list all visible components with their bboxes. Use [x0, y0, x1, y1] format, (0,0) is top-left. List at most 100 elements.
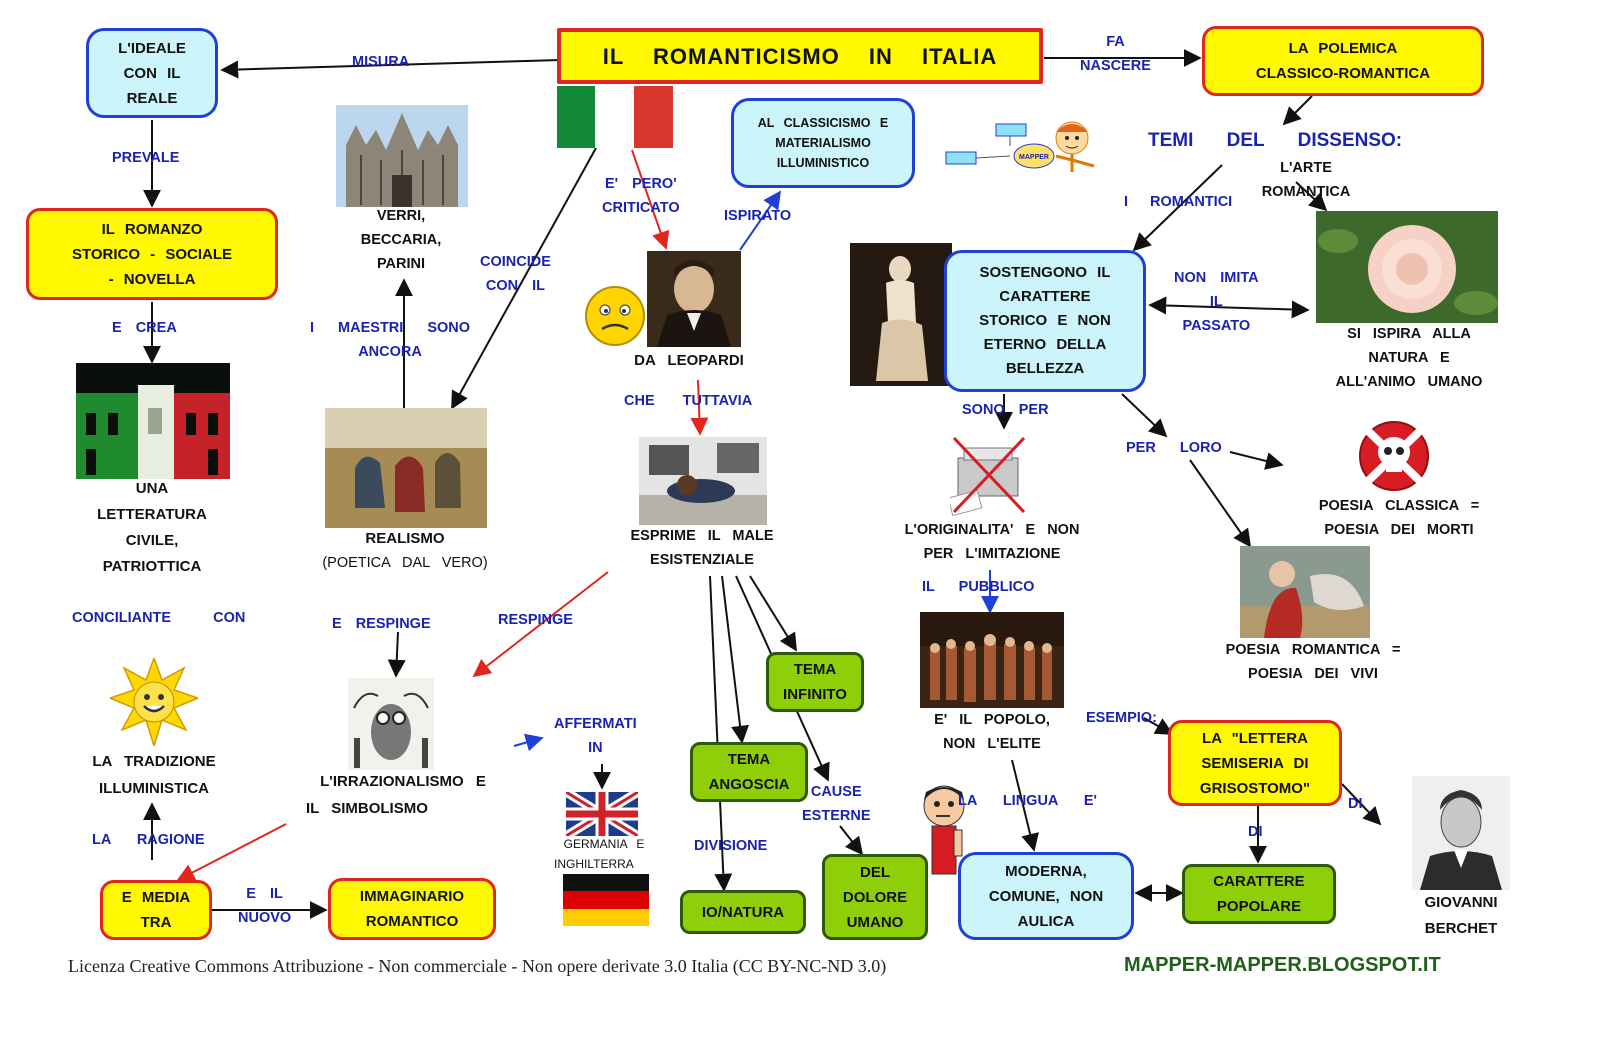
label-di-carattere: DI: [1248, 824, 1263, 840]
leopardi-portrait: [647, 251, 741, 347]
label-text: NON IMITA: [1174, 270, 1259, 286]
label-text: CRITICATO: [602, 200, 680, 216]
edge-irrazionalismo-media: [176, 823, 287, 881]
edge-male-angoscia: [721, 575, 749, 744]
palazzo-tricolore: [76, 363, 230, 479]
node-lettera: LA "LETTERA SEMISERIA DI GRISOSTOMO": [1168, 720, 1342, 806]
node-text: SEMISERIA DI: [1201, 754, 1309, 772]
node-text: POPOLARE: [1216, 898, 1302, 915]
label-text: FA: [1106, 34, 1125, 50]
node-text: PER L'IMITAZIONE: [923, 546, 1061, 562]
edge-romantici-sostengono: [1132, 164, 1223, 252]
milan-cathedral: [336, 105, 468, 207]
label-text: AFFERMATI: [554, 716, 637, 732]
label-di-berchet: DI: [1348, 796, 1363, 812]
node-text: PARINI: [376, 256, 426, 272]
node-text: - NOVELLA: [108, 270, 196, 288]
edge-sostengono-perloro: [1121, 393, 1168, 438]
node-media-tra: E MEDIA TRA: [100, 880, 212, 940]
node-text: MATERIALISMO: [775, 136, 871, 150]
node-text: IL SIMBOLISMO: [306, 800, 428, 817]
label-criticato: E' PERO' CRITICATO: [602, 172, 680, 220]
node-text: UNA: [135, 480, 169, 497]
node-text: LA TRADIZIONE: [92, 753, 216, 770]
owl-engraving: [348, 678, 434, 770]
node-tradizione: LA TRADIZIONE ILLUMINISTICA: [60, 748, 248, 802]
node-originalita: L'ORIGINALITA' E NON PER L'IMITAZIONE: [886, 518, 1098, 566]
node-immaginario: IMMAGINARIO ROMANTICO: [328, 878, 496, 940]
label-text: CON IL: [485, 278, 546, 294]
node-text: MODERNA,: [1005, 862, 1087, 880]
map-title-text: IL ROMANTICISMO IN ITALIA: [602, 43, 998, 69]
node-text: GIOVANNI: [1424, 894, 1498, 911]
node-text: GRISOSTOMO": [1199, 779, 1311, 797]
node-text: IMMAGINARIO: [359, 888, 465, 905]
label-divisione: DIVISIONE: [694, 838, 768, 854]
label-non-imita: NON IMITA IL PASSATO: [1174, 266, 1259, 338]
node-leopardi: DA LEOPARDI: [614, 348, 764, 373]
node-text: L'ORIGINALITA' E NON: [904, 522, 1080, 538]
node-text: BERCHET: [1424, 920, 1498, 937]
label-affermati-in: AFFERMATI IN: [554, 712, 637, 760]
label-text: IL: [1209, 294, 1223, 310]
node-text: ESISTENZIALE: [650, 552, 754, 568]
node-male-esistenziale: ESPRIME IL MALE ESISTENZIALE: [616, 524, 788, 572]
label-text: ESTERNE: [802, 808, 871, 824]
label-e-respinge: E RESPINGE: [332, 616, 431, 632]
label-ispirato: ISPIRATO: [724, 208, 792, 224]
node-angoscia: TEMA ANGOSCIA: [690, 742, 808, 802]
berchet-portrait: [1412, 776, 1510, 890]
node-text: TRA: [140, 914, 172, 931]
romantic-painting: [1240, 546, 1370, 638]
node-text: BECCARIA,: [360, 232, 442, 248]
node-text: ILLUMINISTICO: [776, 156, 870, 170]
node-polemica: LA POLEMICA CLASSICO-ROMANTICA: [1202, 26, 1484, 96]
node-text: TEMI DEL DISSENSO:: [1148, 130, 1403, 151]
label-sono-per: SONO PER: [962, 402, 1049, 418]
mapper-mascot-icon: MAPPER: [945, 121, 1095, 172]
edge-sostengono-passato: [1148, 296, 1310, 319]
node-text: VERRI,: [376, 208, 426, 224]
node-text: L'IDEALE: [118, 39, 186, 57]
node-text: PATRIOTTICA: [102, 558, 202, 575]
label-text: E IL: [246, 886, 283, 902]
node-text: CARATTERE: [1213, 873, 1305, 890]
node-berchet: GIOVANNI BERCHET: [1406, 890, 1516, 942]
label-maestri-sono: I MAESTRI SONO ANCORA: [310, 316, 470, 364]
label-esempio: ESEMPIO:: [1086, 710, 1157, 726]
label-text: I MAESTRI SONO: [310, 320, 471, 336]
label-prevale: PREVALE: [112, 150, 180, 166]
node-arte-romantica: L'ARTE ROMANTICA: [1254, 156, 1358, 204]
node-dolore: DEL DOLORE UMANO: [822, 854, 928, 940]
edge-perloro-classica: [1229, 451, 1284, 470]
label-la-ragione: LA RAGIONE: [92, 832, 205, 848]
label-il-pubblico: IL PUBBLICO: [922, 579, 1035, 595]
edge-esempio-lettera: [1143, 717, 1174, 735]
node-text: (POETICA DAL VERO): [322, 555, 488, 571]
tired-man-photo: [639, 437, 767, 525]
edge-realismo-irrazionalismo: [387, 631, 406, 678]
node-text: GERMANIA E: [563, 837, 645, 851]
node-text: LA "LETTERA: [1202, 729, 1308, 747]
label-e-crea: E CREA: [112, 320, 177, 336]
node-text: ESPRIME IL MALE: [630, 528, 774, 544]
node-classicismo: AL CLASSICISMO E MATERIALISMO ILLUMINIST…: [731, 98, 915, 188]
edge-title-realismo: [451, 147, 597, 410]
germany-flag-icon: [563, 874, 649, 926]
label-cause-esterne: CAUSE ESTERNE: [802, 780, 871, 828]
edge-leopardi-male: [690, 379, 709, 436]
crossed-copier-icon: [950, 436, 1026, 516]
label-conciliante-con: CONCILIANTE CON: [72, 610, 246, 626]
site-link[interactable]: MAPPER-MAPPER.BLOGSPOT.IT: [1124, 954, 1441, 976]
node-text: COMUNE, NON: [988, 887, 1104, 905]
node-popolare: CARATTERE POPOLARE: [1182, 864, 1336, 924]
edge-popolo-moderna: [1011, 759, 1039, 852]
confused-smiley-icon: [585, 286, 645, 346]
label-text: ANCORA: [358, 344, 422, 360]
license-text: Licenza Creative Commons Attribuzione - …: [68, 956, 887, 976]
node-text: STORICO E NON: [979, 312, 1111, 329]
label-e-il-nuovo: E IL NUOVO: [238, 882, 291, 930]
node-text: CIVILE,: [125, 532, 179, 549]
node-text: POESIA DEI MORTI: [1324, 522, 1474, 538]
node-text: POESIA DEI VIVI: [1248, 666, 1378, 682]
